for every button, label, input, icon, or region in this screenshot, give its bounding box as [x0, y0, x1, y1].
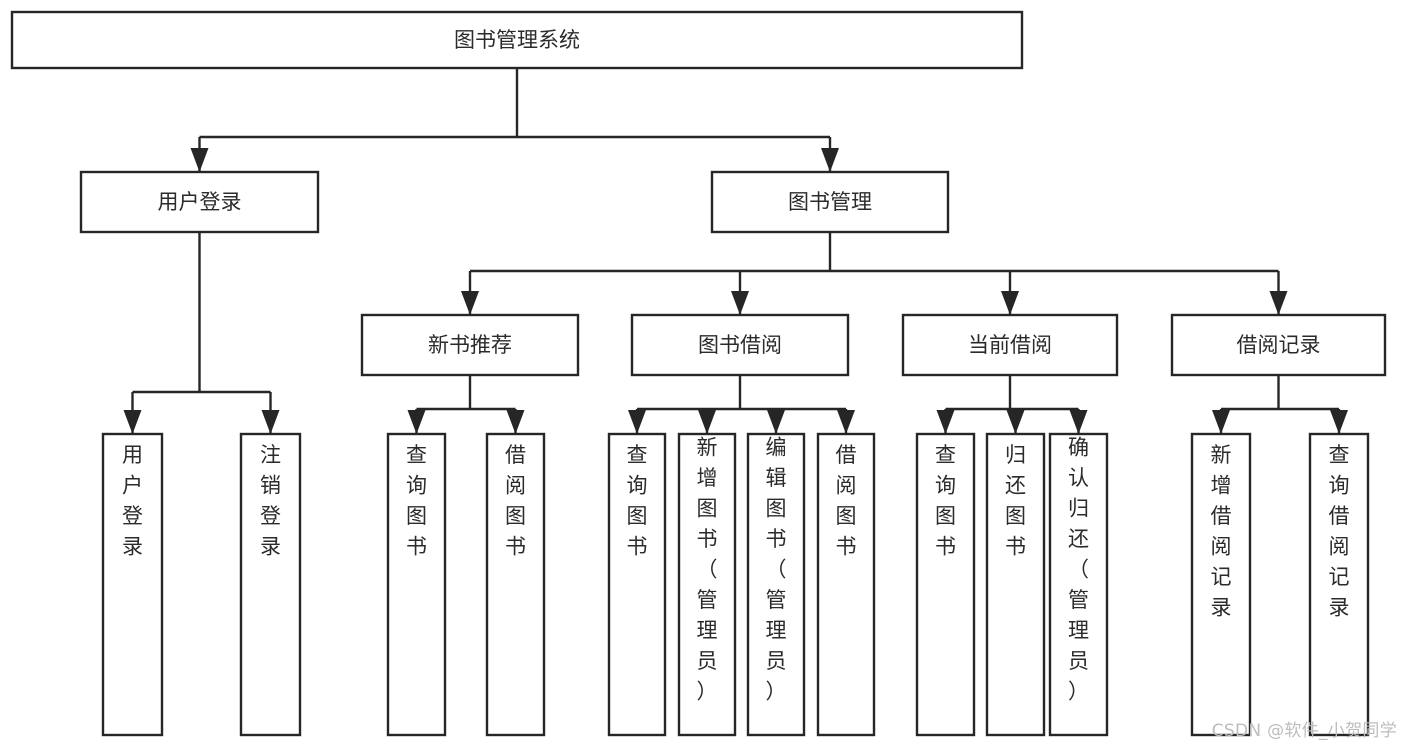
- arrow-down-icon-user-login-do: [123, 410, 142, 434]
- node-label-return-book: 归还图书: [1005, 443, 1026, 559]
- node-user-login-do[interactable]: 用户登录: [101, 432, 164, 737]
- node-borrow-record[interactable]: 借阅记录: [1170, 313, 1387, 377]
- node-box-query-borrow-record: [1308, 432, 1370, 737]
- arrow-down-icon-query-book-2: [628, 410, 646, 434]
- node-box-query-book-3: [915, 432, 976, 737]
- arrow-down-icon-edit-book-admin: [767, 410, 785, 434]
- node-new-book-recommend[interactable]: 新书推荐: [360, 313, 580, 377]
- node-box-add-book-admin: [677, 432, 737, 737]
- node-layer: 图书管理系统用户登录图书管理用户登录注销登录新书推荐图书借阅当前借阅借阅记录查询…: [10, 10, 1387, 737]
- arrow-down-icon-query-borrow-record: [1330, 410, 1348, 434]
- node-label-query-borrow-record: 查询借阅记录: [1329, 443, 1350, 620]
- csdn-watermark: CSDN @软件_小贺同学: [1211, 721, 1397, 741]
- node-book-borrow[interactable]: 图书借阅: [630, 313, 850, 377]
- node-user-logout[interactable]: 注销登录: [239, 432, 302, 737]
- node-box-new-book-recommend: [360, 313, 580, 377]
- arrow-down-icon-add-book-admin: [698, 410, 716, 434]
- arrow-down-icon-confirm-return-admin: [1069, 410, 1088, 434]
- node-label-root: 图书管理系统: [454, 28, 580, 52]
- node-edit-book-admin[interactable]: 编辑图书（管理员）: [746, 432, 806, 737]
- connector-layer: [123, 68, 1348, 434]
- arrow-down-icon-current-borrow: [1001, 291, 1019, 315]
- arrow-down-icon-book-borrow: [731, 291, 749, 315]
- node-box-user-login: [79, 170, 320, 234]
- arrow-down-icon-borrow-book-1: [506, 410, 525, 434]
- node-root[interactable]: 图书管理系统: [10, 10, 1024, 70]
- node-borrow-book-1[interactable]: 借阅图书: [485, 432, 546, 737]
- node-query-book-3[interactable]: 查询图书: [915, 432, 976, 737]
- arrow-down-icon-user-logout: [261, 410, 280, 434]
- node-box-current-borrow: [901, 313, 1119, 377]
- node-add-book-admin[interactable]: 新增图书（管理员）: [677, 432, 737, 737]
- node-label-new-book-recommend: 新书推荐: [428, 333, 512, 357]
- node-box-add-borrow-record: [1190, 432, 1252, 737]
- node-add-borrow-record[interactable]: 新增借阅记录: [1190, 432, 1252, 737]
- arrow-down-icon-book-manage: [821, 148, 839, 172]
- arrow-down-icon-add-borrow-record: [1212, 410, 1230, 434]
- arrow-down-icon-query-book-1: [407, 410, 426, 434]
- node-box-query-book-2: [607, 432, 667, 737]
- node-current-borrow[interactable]: 当前借阅: [901, 313, 1119, 377]
- node-book-manage[interactable]: 图书管理: [710, 170, 950, 234]
- node-label-borrow-record: 借阅记录: [1237, 333, 1321, 357]
- node-box-user-login-do: [101, 432, 164, 737]
- node-label-query-book-2: 查询图书: [627, 443, 648, 559]
- node-box-borrow-book-2: [816, 432, 876, 737]
- arrow-down-icon-borrow-book-2: [837, 410, 855, 434]
- node-box-borrow-record: [1170, 313, 1387, 377]
- node-label-book-borrow: 图书借阅: [698, 333, 782, 357]
- node-box-confirm-return-admin: [1048, 432, 1109, 737]
- node-user-login[interactable]: 用户登录: [79, 170, 320, 234]
- arrow-down-icon-query-book-3: [936, 410, 955, 434]
- node-box-book-manage: [710, 170, 950, 234]
- node-label-book-manage: 图书管理: [788, 190, 872, 214]
- node-label-edit-book-admin: 编辑图书（管理员）: [766, 436, 787, 704]
- arrow-down-icon-borrow-record: [1269, 291, 1288, 315]
- node-box-root: [10, 10, 1024, 70]
- node-label-add-book-admin: 新增图书（管理员）: [697, 436, 718, 704]
- node-box-edit-book-admin: [746, 432, 806, 737]
- node-label-user-login-do: 用户登录: [122, 443, 143, 559]
- node-query-book-2[interactable]: 查询图书: [607, 432, 667, 737]
- node-return-book[interactable]: 归还图书: [985, 432, 1046, 737]
- node-label-borrow-book-2: 借阅图书: [836, 443, 857, 559]
- node-box-return-book: [985, 432, 1046, 737]
- node-label-user-logout: 注销登录: [260, 443, 281, 559]
- node-query-borrow-record[interactable]: 查询借阅记录: [1308, 432, 1370, 737]
- node-label-current-borrow: 当前借阅: [968, 333, 1052, 357]
- node-query-book-1[interactable]: 查询图书: [386, 432, 447, 737]
- node-label-user-login: 用户登录: [158, 190, 242, 214]
- node-box-user-logout: [239, 432, 302, 737]
- node-confirm-return-admin[interactable]: 确认归还（管理员）: [1048, 432, 1109, 737]
- node-box-query-book-1: [386, 432, 447, 737]
- node-box-borrow-book-1: [485, 432, 546, 737]
- node-label-confirm-return-admin: 确认归还（管理员）: [1068, 436, 1089, 704]
- node-borrow-book-2[interactable]: 借阅图书: [816, 432, 876, 737]
- node-label-add-borrow-record: 新增借阅记录: [1211, 443, 1232, 620]
- arrow-down-icon-return-book: [1006, 410, 1025, 434]
- arrow-down-icon-user-login: [190, 148, 209, 172]
- node-box-book-borrow: [630, 313, 850, 377]
- node-label-borrow-book-1: 借阅图书: [505, 443, 526, 559]
- arrow-down-icon-new-book-recommend: [461, 291, 479, 315]
- node-label-query-book-1: 查询图书: [406, 443, 427, 559]
- node-label-query-book-3: 查询图书: [935, 443, 956, 559]
